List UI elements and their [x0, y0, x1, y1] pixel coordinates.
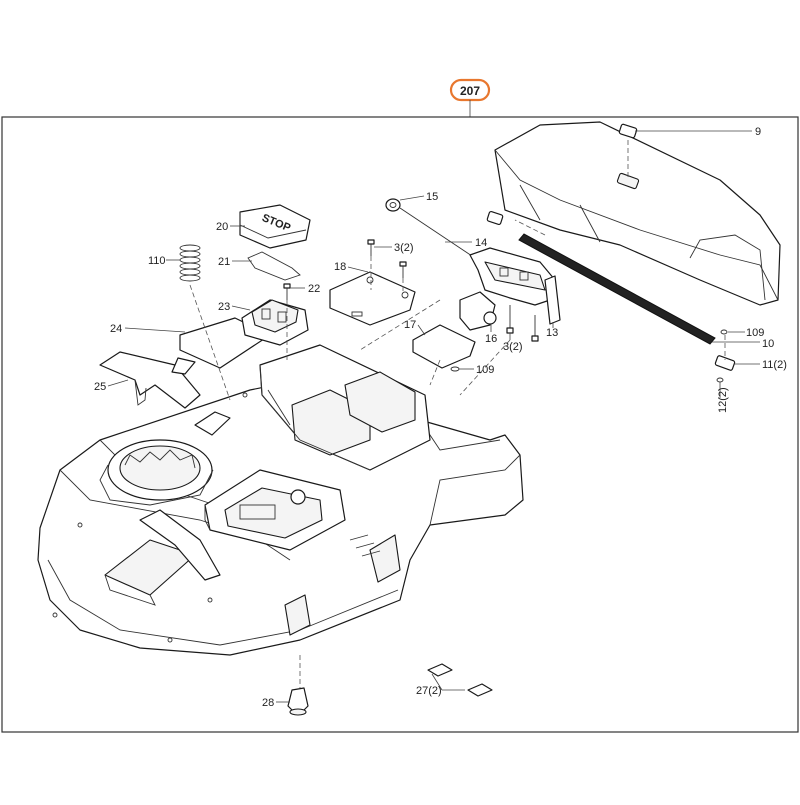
callout-16: 16: [485, 333, 497, 345]
part-13-vertical-post: [544, 275, 561, 325]
assembly-frame: [1, 116, 799, 733]
part-bracket-small-upper: [486, 211, 504, 225]
callout-9: 9: [755, 126, 761, 138]
callout-3-upper: 3(2): [394, 242, 414, 254]
callout-22: 22: [308, 283, 320, 295]
top-bumper-cover: [494, 121, 781, 306]
callout-110: 110: [148, 255, 166, 267]
center-compartment: [204, 469, 346, 551]
callout-12: 12(2): [717, 387, 729, 413]
part-27-pads: [427, 663, 493, 697]
part-14-shaft-bracket: [399, 207, 556, 306]
part-15-cap: [385, 198, 401, 212]
callout-109-left: 109: [476, 364, 494, 376]
callout-20: 20: [216, 221, 228, 233]
callout-109-right: 109: [746, 327, 764, 339]
callout-18: 18: [334, 261, 346, 273]
callout-25: 25: [94, 381, 106, 393]
assembly-number: 207: [460, 84, 480, 98]
part-18-cover-plate: [329, 271, 416, 326]
callout-24: 24: [110, 323, 122, 335]
callout-23: 23: [218, 301, 230, 313]
callout-28: 28: [262, 697, 274, 709]
part-23-switch-housing: [241, 299, 309, 346]
part-21-spring-clip: [247, 251, 301, 281]
part-3-screws-upper: [367, 239, 407, 278]
callout-17: 17: [404, 319, 416, 331]
callout-3-lower: 3(2): [503, 341, 523, 353]
upper-deck-pockets: [259, 344, 431, 471]
front-handle-piece: [139, 411, 231, 581]
callout-13: 13: [546, 327, 558, 339]
part-16-mount-block: [459, 291, 497, 331]
part-22-screw: [283, 283, 291, 300]
callout-14: 14: [475, 237, 487, 249]
part-110-coil-spring: [179, 244, 201, 282]
callout-10: 10: [762, 338, 774, 350]
callout-15: 15: [426, 191, 438, 203]
callouts: 9 15 14 20 21 110 22 3(2) 18 23 24 17: [94, 126, 787, 709]
callout-27: 27(2): [416, 685, 442, 697]
part-12-screw: [716, 377, 724, 383]
part-10-rubber-strip: [518, 233, 716, 345]
part-11-plate: [714, 355, 736, 371]
part-9-plate: [618, 123, 638, 139]
assembly-guide-lines: [189, 140, 726, 688]
part-20-stop-button: STOP: [239, 204, 311, 249]
callout-21: 21: [218, 256, 230, 268]
part-3-screws-lower: [506, 305, 539, 342]
part-17-small-cover: [412, 324, 476, 369]
assembly-number-badge: 207: [449, 78, 491, 117]
part-109-washer-right: [720, 329, 728, 335]
part-28-foot: [287, 687, 309, 716]
callout-11: 11(2): [762, 359, 787, 371]
part-109-washer-left: [450, 366, 460, 372]
height-adjust-dial: [99, 439, 214, 506]
